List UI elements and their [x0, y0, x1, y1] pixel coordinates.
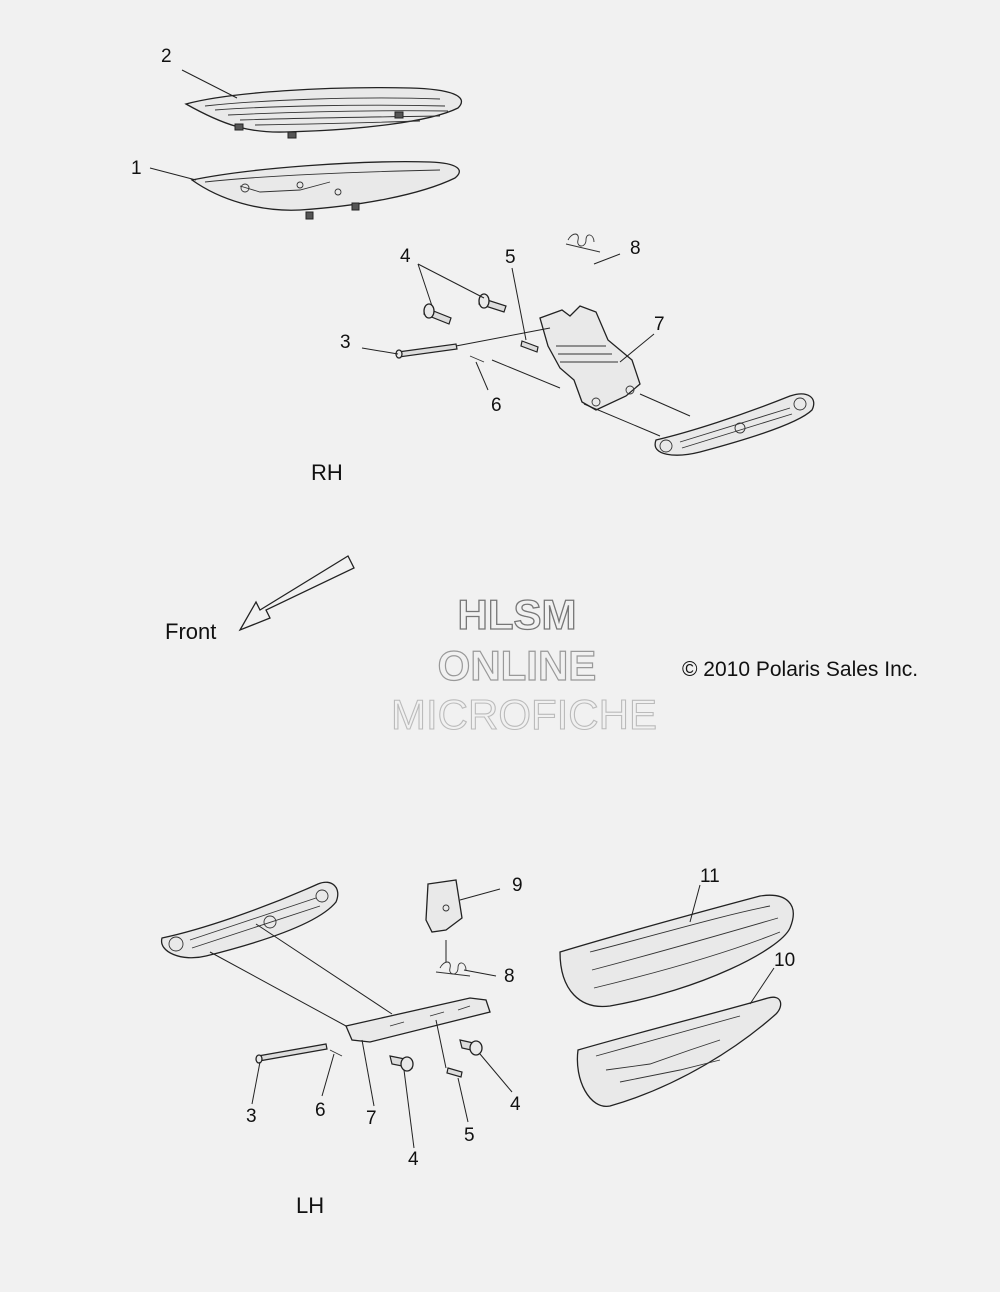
rh-section-label: RH — [311, 460, 343, 485]
rh-callout-3: 3 — [340, 332, 351, 353]
rh-callout-7: 7 — [654, 314, 665, 335]
rh-leader-lines — [149, 69, 691, 437]
rh-callout-2: 2 — [161, 46, 172, 67]
rh-pins — [423, 293, 507, 325]
copyright-text: © 2010 Polaris Sales Inc. — [682, 658, 918, 681]
lh-block — [425, 879, 463, 933]
rh-spring — [565, 233, 601, 253]
front-label: Front — [165, 619, 216, 644]
rh-callout-6: 6 — [491, 395, 502, 416]
lh-screw — [446, 1067, 463, 1078]
svg-text:HLSM: HLSM — [458, 591, 577, 638]
lh-bushing-lower — [389, 1055, 414, 1072]
rh-cotter-pin — [469, 355, 485, 363]
rh-callout-8: 8 — [630, 238, 641, 259]
lh-callout-4-upper: 4 — [510, 1094, 521, 1115]
lh-callout-5: 5 — [464, 1125, 475, 1146]
lh-footrest-base — [576, 996, 782, 1107]
lh-callout-4-lower: 4 — [408, 1149, 419, 1170]
rh-callout-4: 4 — [400, 246, 411, 267]
lh-callout-7: 7 — [366, 1108, 377, 1129]
lh-spring — [435, 961, 471, 977]
lh-footpeg-arm — [161, 881, 339, 959]
lh-cotter-pin — [329, 1049, 343, 1057]
front-arrow-icon — [238, 555, 355, 632]
lh-section-label: LH — [296, 1193, 324, 1218]
rh-callout-5: 5 — [505, 247, 516, 268]
lh-leader-lines — [209, 884, 775, 1149]
rh-long-pin — [395, 343, 458, 359]
lh-callout-8: 8 — [504, 966, 515, 987]
rh-footpeg-arm — [654, 393, 815, 456]
lh-bracket — [345, 997, 491, 1043]
watermark-logo: HLSM ONLINE MICROFICHE — [390, 590, 657, 738]
rh-footrest-pad — [184, 86, 463, 139]
rh-bracket — [539, 305, 641, 411]
rh-callout-1: 1 — [131, 158, 142, 179]
lh-callout-10: 10 — [774, 950, 795, 971]
lh-footrest-pad — [559, 894, 794, 1008]
svg-text:MICROFICHE: MICROFICHE — [391, 691, 657, 738]
rh-footrest-base — [190, 161, 460, 220]
lh-callout-9: 9 — [512, 875, 523, 896]
lh-bushing-upper — [459, 1039, 483, 1056]
svg-text:ONLINE: ONLINE — [438, 642, 597, 689]
lh-callout-6: 6 — [315, 1100, 326, 1121]
lh-callout-3: 3 — [246, 1106, 257, 1127]
lh-long-pin — [255, 1043, 328, 1064]
rh-screw — [520, 340, 539, 353]
lh-callout-11: 11 — [700, 866, 720, 887]
